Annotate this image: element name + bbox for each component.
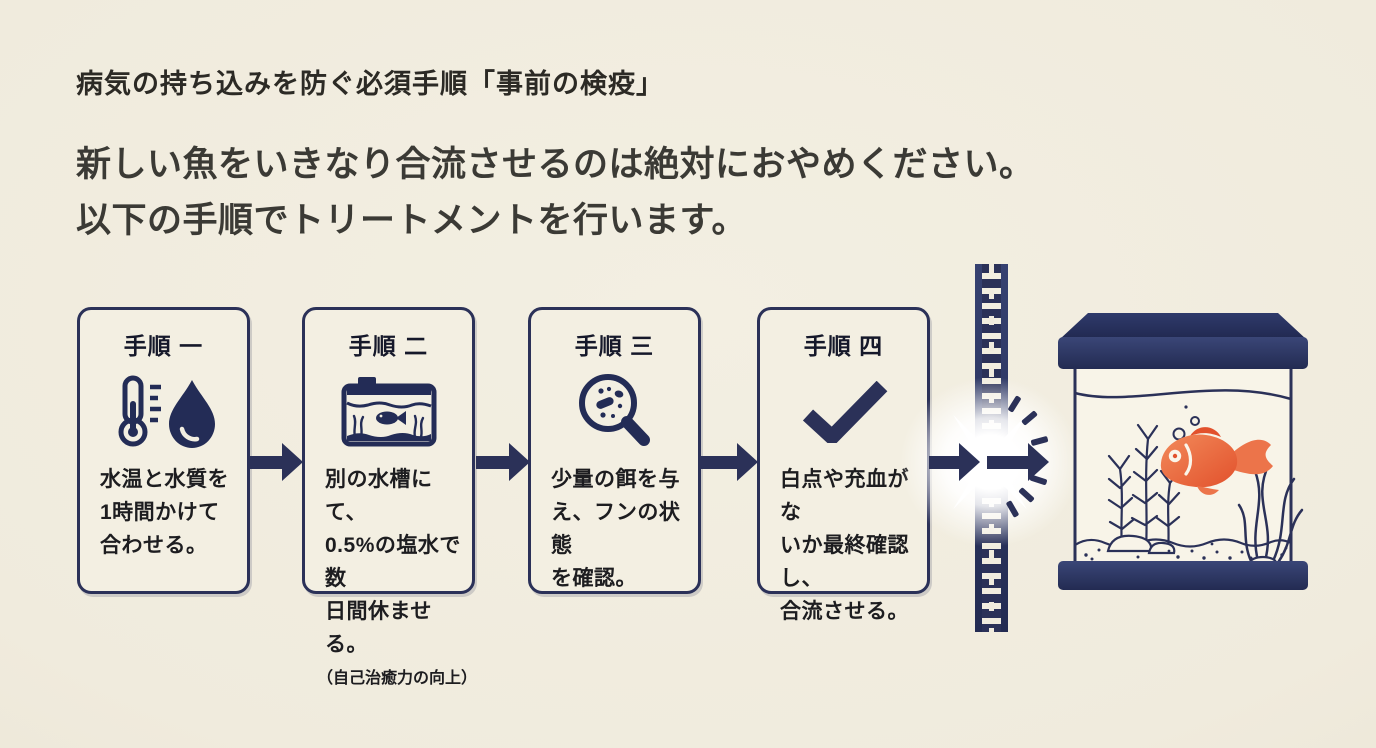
- thermometer-droplet-icon: [80, 369, 247, 455]
- step-text-line: 合流させる。: [780, 600, 909, 623]
- step-text-line: 少量の餌を与: [551, 468, 680, 491]
- quarantine-tank-graphic: [341, 377, 436, 447]
- headline-line-2: 以下の手順でトリートメントを行います。: [76, 201, 748, 240]
- step-2-text: 別の水槽にて、 0.5%の塩水で数 日間休ませる。: [325, 463, 472, 661]
- headline-line-1: 新しい魚をいきなり合流させるのは絶対におやめください。: [76, 145, 1035, 184]
- step-box-4: 手順 四 白点や充血がな いか最終確認し、 合流させる。: [757, 307, 930, 623]
- quarantine-tank-icon: [305, 369, 472, 455]
- impact-dash: [1018, 487, 1035, 503]
- headline: 新しい魚をいきなり合流させるのは絶対におやめください。 以下の手順でトリートメン…: [76, 137, 1035, 249]
- tank-lid: [1060, 313, 1306, 339]
- rock-small: [1147, 541, 1176, 555]
- thermometer-droplet-graphic: [118, 375, 215, 448]
- step-4-text: 白点や充血がな いか最終確認し、 合流させる。: [780, 463, 927, 628]
- step-3-label: 手順 三: [574, 333, 655, 359]
- magnifier-germs-graphic: [578, 374, 650, 446]
- step-text-line: 1時間かけて: [100, 501, 220, 524]
- goldfish: [1160, 427, 1273, 495]
- step-text-line: 0.5%の塩水で数: [325, 534, 461, 590]
- arrow-head: [509, 443, 530, 481]
- goldfish-gill: [1184, 443, 1193, 476]
- goldfish-tail: [1230, 439, 1273, 475]
- step-text-line: 水温と水質を: [100, 468, 229, 491]
- step-text-line: 白点や充血がな: [780, 468, 909, 524]
- step-box-1: 手順 一 水温と水質を 1: [77, 307, 250, 594]
- checkmark-icon: [760, 369, 927, 455]
- step-text-line: を確認。: [551, 567, 637, 590]
- sand-line: [1074, 538, 1292, 548]
- step-text-line: 合わせる。: [100, 534, 208, 557]
- goldfish-body: [1160, 434, 1238, 488]
- goldfish-dorsal-fin: [1190, 427, 1221, 437]
- step-text-line: 日間休ませる。: [325, 600, 432, 656]
- step-box-2: 手順 二 別の水槽にて、 0.5%の塩水で数: [302, 307, 477, 687]
- step-3-text: 少量の餌を与 え、フンの状態 を確認。: [551, 463, 698, 595]
- gravel-dots: [1084, 542, 1288, 561]
- tank-bottom-frame: [1058, 561, 1308, 590]
- impact-dash: [1021, 410, 1038, 426]
- step-text-line: いか最終確認し、: [780, 534, 909, 590]
- step-2-note: （自己治癒力の向上）: [317, 670, 478, 687]
- step-1-text: 水温と水質を 1時間かけて 合わせる。: [100, 463, 247, 562]
- step-2-label: 手順 二: [348, 333, 429, 359]
- main-aquarium-illustration: [1052, 311, 1314, 596]
- water-surface-line: [1074, 389, 1292, 401]
- step-1-label: 手順 一: [123, 333, 204, 359]
- impact-dash: [1007, 395, 1022, 413]
- arrow-head: [959, 443, 980, 481]
- step-text-line: え、フンの状態: [551, 501, 681, 557]
- eyebrow-title: 病気の持ち込みを防ぐ必須手順「事前の検疫」: [76, 69, 664, 99]
- arrow-head: [282, 443, 303, 481]
- goldfish-ventral-fin: [1197, 486, 1219, 495]
- aquarium-graphic: [1058, 313, 1308, 590]
- step-4-label: 手順 四: [803, 333, 884, 359]
- step-text-line: 別の水槽にて、: [325, 468, 433, 524]
- tank-top-frame: [1058, 337, 1308, 369]
- magnifier-germs-icon: [531, 369, 698, 455]
- arrow-head: [737, 443, 758, 481]
- step-box-3: 手順 三 少量の餌を与 え、フンの状態 を確認。: [528, 307, 701, 594]
- checkmark-graphic: [802, 381, 887, 443]
